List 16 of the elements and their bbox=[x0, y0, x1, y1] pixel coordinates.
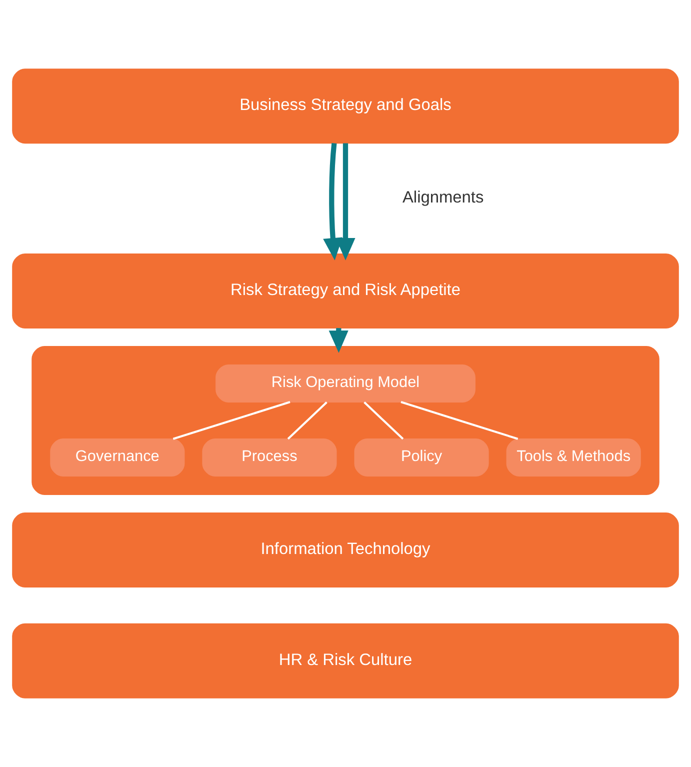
connector bbox=[172, 401, 290, 440]
connector bbox=[400, 401, 518, 440]
node-box: Business Strategy and Goals bbox=[12, 68, 679, 144]
node-box: Risk Operating Model bbox=[216, 364, 476, 402]
node-box: Process bbox=[202, 438, 337, 476]
connector bbox=[364, 402, 404, 440]
arrow bbox=[323, 143, 343, 260]
connector bbox=[287, 402, 328, 440]
node-box: Tools & Methods bbox=[506, 438, 641, 476]
node-box: Governance bbox=[50, 438, 185, 476]
node-box: HR & Risk Culture bbox=[12, 623, 679, 698]
node-box: Risk Strategy and Risk Appetite bbox=[12, 254, 679, 329]
label: Alignments bbox=[402, 188, 484, 206]
node-box: Policy bbox=[354, 438, 489, 476]
cluster bbox=[32, 346, 660, 495]
node-box: Information Technology bbox=[12, 512, 679, 588]
